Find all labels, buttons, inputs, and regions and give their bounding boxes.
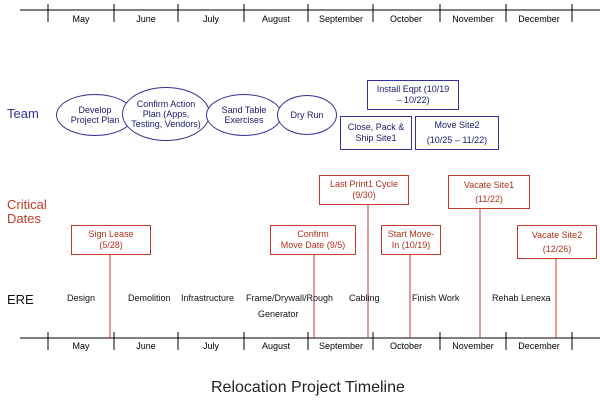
team-close-pack-ship: Close, Pack & Ship Site1 xyxy=(340,116,412,150)
row-label-critical: Critical xyxy=(7,197,47,212)
row-label-team: Team xyxy=(7,106,39,121)
vacate-site1-line1: Vacate Site1 xyxy=(463,179,515,190)
month-label-top-december: December xyxy=(518,14,560,24)
team-dry-run: Dry Run xyxy=(277,95,337,135)
last-print-line2: (9/30) xyxy=(352,190,376,200)
ere-infrastructure: Infrastructure xyxy=(181,293,235,303)
vacate-site1-line2: (11/22) xyxy=(475,193,503,204)
month-label-top-july: July xyxy=(202,14,219,24)
sign-lease-line1: Sign Lease xyxy=(88,229,134,239)
ere-design: Design xyxy=(67,293,96,303)
month-label-bottom-september: September xyxy=(318,341,364,351)
team-develop-project-plan: Develop Project Plan xyxy=(56,94,134,136)
month-label-bottom-august: August xyxy=(261,341,291,351)
confirm-move-line1: Confirm xyxy=(297,229,329,239)
team-install-eqpt: Install Eqpt (10/19 – 10/22) xyxy=(367,80,459,110)
team-install-line1: Install Eqpt (10/19 xyxy=(376,84,450,94)
month-label-bottom-may: May xyxy=(72,341,90,351)
ere-rehab-lenexa: Rehab Lenexa xyxy=(492,293,551,303)
team-confirm-label: Confirm Action Plan (Apps, Testing, Vend… xyxy=(131,99,201,129)
month-label-top-september: September xyxy=(318,14,364,24)
critical-start-move-in: Start Move- In (10/19) xyxy=(381,225,441,255)
vacate-site2-line2: (12/26) xyxy=(542,243,572,254)
last-print-line1: Last Print1 Cycle xyxy=(329,179,399,189)
ere-frame-drywall-rough: Frame/Drywall/Rough xyxy=(246,293,334,303)
month-label-bottom-june: June xyxy=(136,341,156,351)
month-label-top-august: August xyxy=(261,14,291,24)
critical-confirm-move-date: Confirm Move Date (9/5) xyxy=(270,225,356,255)
month-label-top-november: November xyxy=(452,14,494,24)
team-confirm-action-plan: Confirm Action Plan (Apps, Testing, Vend… xyxy=(122,87,210,141)
team-develop-label: Develop Project Plan xyxy=(70,105,120,125)
team-move-site2-line1: Move Site2 xyxy=(434,120,480,130)
team-move-site2: Move Site2 (10/25 – 11/22) xyxy=(415,116,499,150)
month-label-top-may: May xyxy=(72,14,90,24)
team-install-line2: – 10/22) xyxy=(396,95,430,105)
critical-vacate-site2: Vacate Site2 (12/26) xyxy=(517,225,597,259)
team-move-site2-line2: (10/25 – 11/22) xyxy=(426,135,488,145)
ere-generator: Generator xyxy=(258,309,299,319)
critical-vacate-site1: Vacate Site1 (11/22) xyxy=(448,175,530,209)
start-move-line2: In (10/19) xyxy=(391,240,431,250)
confirm-move-line2: Move Date (9/5) xyxy=(280,240,346,250)
ere-cabling: Cabling xyxy=(349,293,380,303)
team-close-pack-label: Close, Pack & Ship Site1 xyxy=(347,122,405,143)
critical-last-print-cycle: Last Print1 Cycle (9/30) xyxy=(319,175,409,205)
sign-lease-line2: (5/28) xyxy=(99,240,123,250)
team-sand-table-label: Sand Table Exercises xyxy=(221,105,267,125)
critical-sign-lease: Sign Lease (5/28) xyxy=(71,225,151,255)
month-label-bottom-july: July xyxy=(202,341,219,351)
ere-demolition: Demolition xyxy=(128,293,171,303)
month-label-bottom-october: October xyxy=(389,341,422,351)
month-label-top-october: October xyxy=(389,14,422,24)
team-sand-table-exercises: Sand Table Exercises xyxy=(206,94,282,136)
row-label-ere: ERE xyxy=(7,292,34,307)
month-label-bottom-december: December xyxy=(518,341,560,351)
start-move-line1: Start Move- xyxy=(387,229,435,239)
month-label-top-june: June xyxy=(136,14,156,24)
ere-finish-work: Finish Work xyxy=(412,293,460,303)
team-dry-run-label: Dry Run xyxy=(290,110,324,120)
vacate-site2-line1: Vacate Site2 xyxy=(531,229,583,240)
row-label-dates: Dates xyxy=(7,211,41,226)
month-label-bottom-november: November xyxy=(452,341,494,351)
diagram-title: Relocation Project Timeline xyxy=(211,379,405,396)
